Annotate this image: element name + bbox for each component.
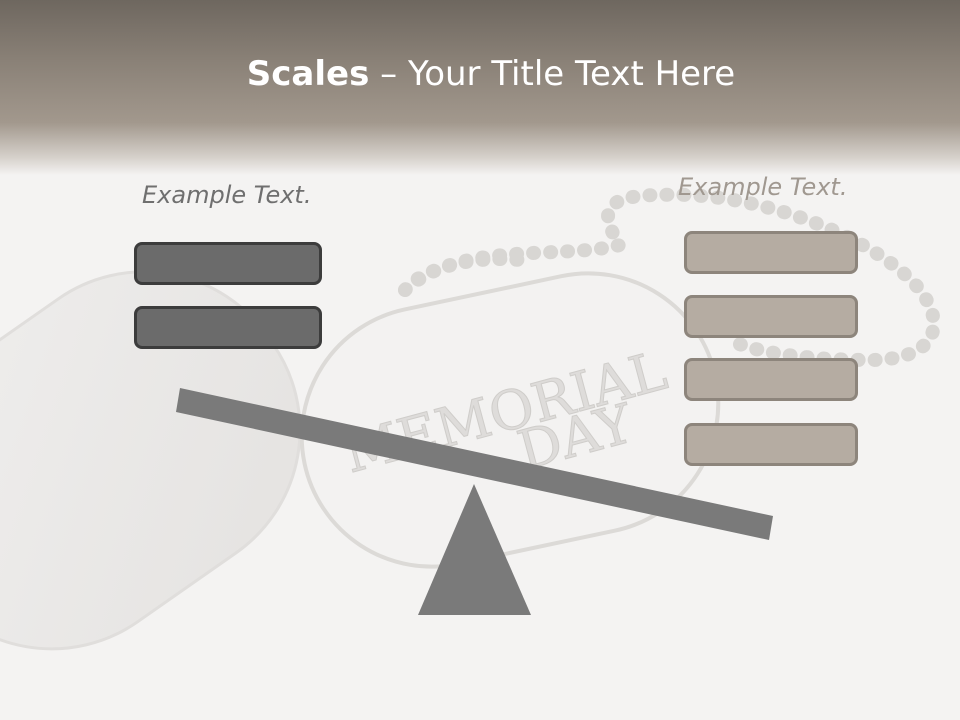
right-box-4: [684, 423, 858, 466]
slide-title: Scales – Your Title Text Here: [0, 52, 960, 96]
scale-fulcrum: [418, 484, 531, 615]
scale-beam: [176, 388, 773, 540]
right-box-1: [684, 231, 858, 274]
left-box-2: [134, 306, 322, 349]
left-box-1: [134, 242, 322, 285]
right-label: Example Text.: [678, 173, 848, 201]
header-band: [0, 0, 960, 175]
left-label: Example Text.: [142, 181, 312, 209]
right-box-3: [684, 358, 858, 401]
right-box-2: [684, 295, 858, 338]
ball-chain: [398, 187, 941, 368]
title-rest: – Your Title Text Here: [369, 54, 736, 94]
title-bold: Scales: [246, 54, 370, 94]
